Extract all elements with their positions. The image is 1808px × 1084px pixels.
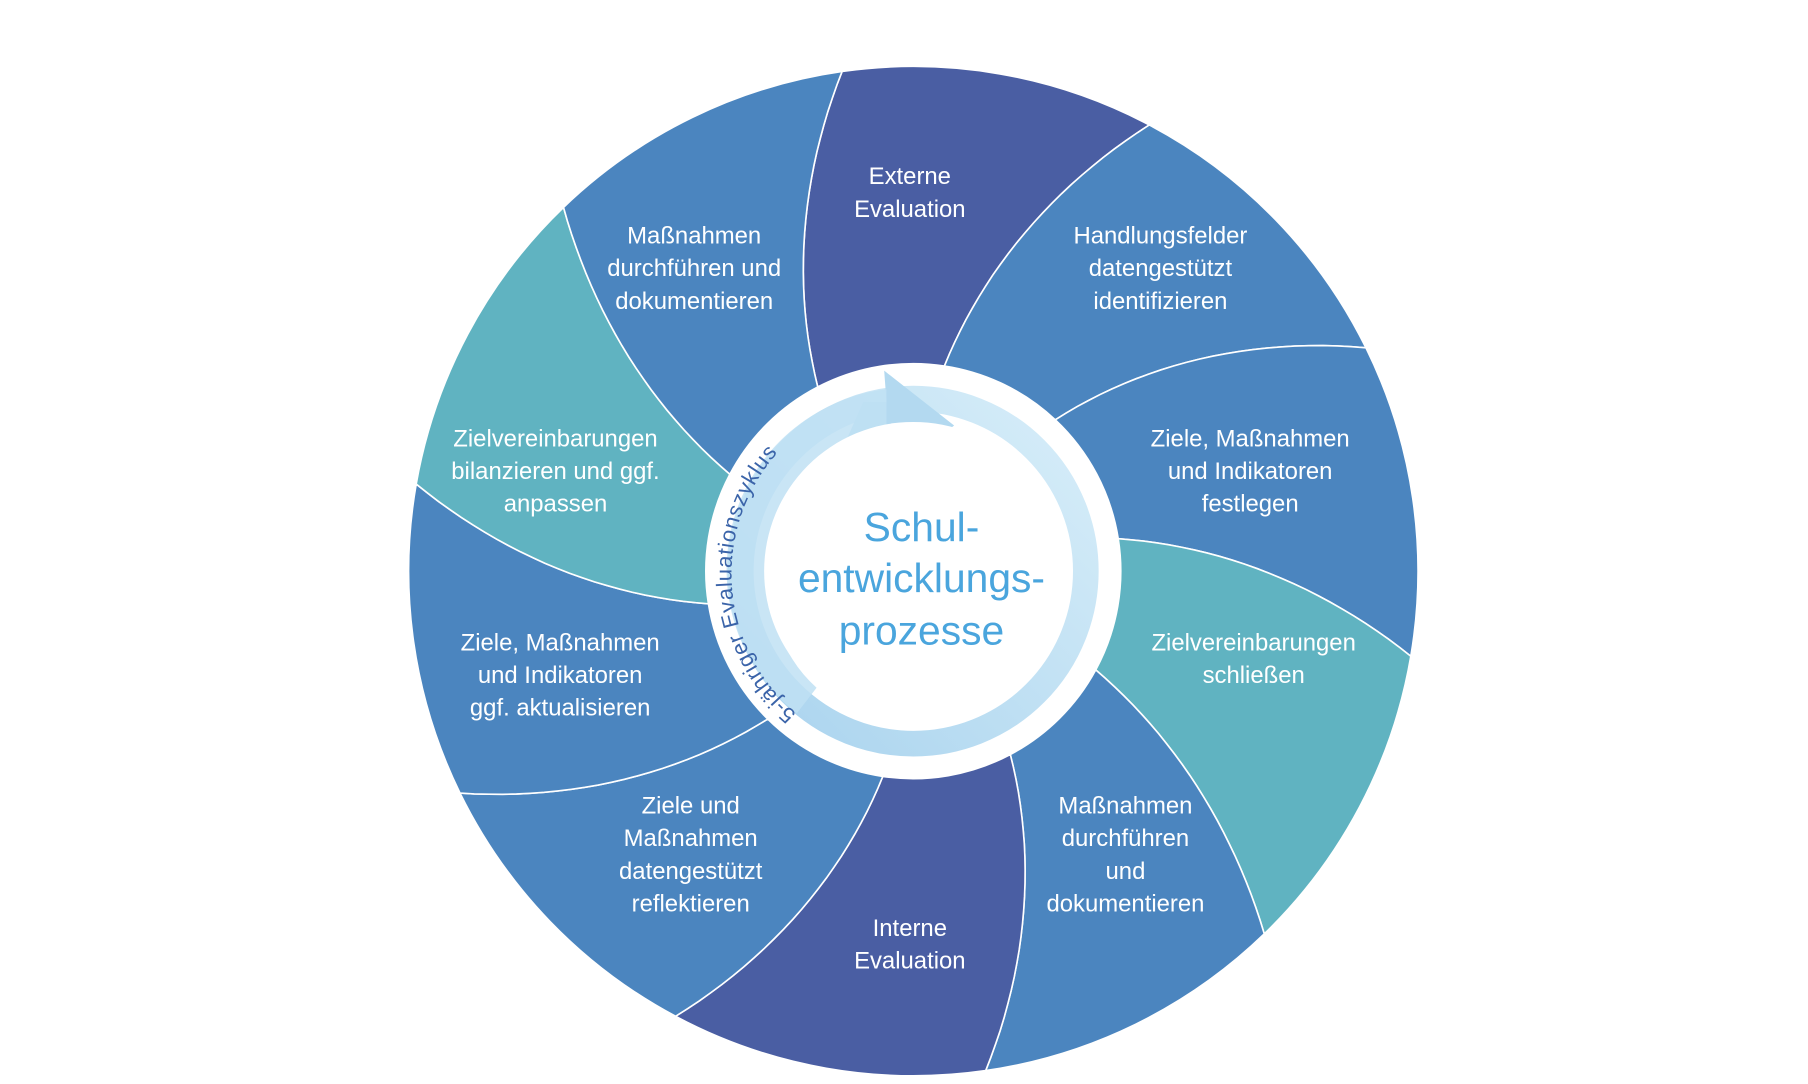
wheel-segments: [407, 65, 1419, 1077]
label-zielvereinbarungen-bilanzieren-line-3: anpassen: [504, 491, 608, 518]
label-massnahmen-durchfuehren-2-line-2: durchführen: [1062, 825, 1189, 852]
label-massnahmen-durchfuehren-1-line-3: dokumentieren: [615, 288, 773, 315]
center-title-line-2: entwicklungs-: [798, 555, 1045, 601]
label-zielvereinbarungen-bilanzieren-line-1: Zielvereinbarungen: [453, 425, 657, 452]
label-zielvereinbarungen-bilanzieren-line-2: bilanzieren und ggf.: [451, 458, 659, 485]
label-ziele-festlegen-line-1: Ziele, Maßnahmen: [1151, 425, 1350, 452]
label-massnahmen-durchfuehren-2-line-4: dokumentieren: [1046, 890, 1204, 917]
segment-labels: ExterneEvaluationHandlungsfelderdatenges…: [451, 163, 1356, 974]
label-interne-evaluation-line-1: Interne: [873, 915, 947, 942]
label-zielvereinbarungen-schliessen-line-1: Zielvereinbarungen: [1151, 629, 1355, 656]
label-ziele-festlegen-line-3: festlegen: [1202, 491, 1299, 518]
label-handlungsfelder-identifizieren-line-1: Handlungsfelder: [1073, 223, 1247, 250]
label-ziele-aktualisieren-line-1: Ziele, Maßnahmen: [461, 629, 660, 656]
label-externe-evaluation-line-1: Externe: [869, 163, 951, 190]
label-ziele-reflektieren-line-3: datengestützt: [619, 858, 763, 885]
label-ziele-aktualisieren-line-3: ggf. aktualisieren: [470, 695, 651, 722]
label-massnahmen-durchfuehren-1-line-1: Maßnahmen: [627, 223, 761, 250]
label-handlungsfelder-identifizieren-line-2: datengestützt: [1089, 255, 1233, 282]
label-massnahmen-durchfuehren-1-line-2: durchführen und: [607, 255, 781, 282]
segment-massnahmen-durchfuehren-1: [562, 70, 844, 476]
label-ziele-aktualisieren-line-2: und Indikatoren: [478, 662, 643, 689]
label-ziele-festlegen-line-2: und Indikatoren: [1168, 458, 1333, 485]
label-interne-evaluation-line-2: Evaluation: [854, 948, 966, 975]
center-inner-circle: [764, 421, 1063, 721]
label-ziele-reflektieren-line-2: Maßnahmen: [624, 825, 758, 852]
label-ziele-reflektieren-line-4: reflektieren: [632, 890, 750, 917]
center-title-line-3: prozesse: [839, 608, 1004, 654]
label-massnahmen-durchfuehren-2-line-3: und: [1106, 858, 1146, 885]
label-ziele-reflektieren-line-1: Ziele und: [642, 793, 740, 820]
label-massnahmen-durchfuehren-2-line-1: Maßnahmen: [1058, 793, 1192, 820]
center-title-line-1: Schul-: [864, 504, 980, 550]
label-zielvereinbarungen-schliessen-line-2: schließen: [1203, 662, 1305, 689]
label-handlungsfelder-identifizieren-line-3: identifizieren: [1093, 288, 1227, 315]
label-externe-evaluation-line-2: Evaluation: [854, 196, 966, 223]
center-hub: 5-jähriger Evaluationszyklus Schul- entw…: [705, 363, 1121, 779]
